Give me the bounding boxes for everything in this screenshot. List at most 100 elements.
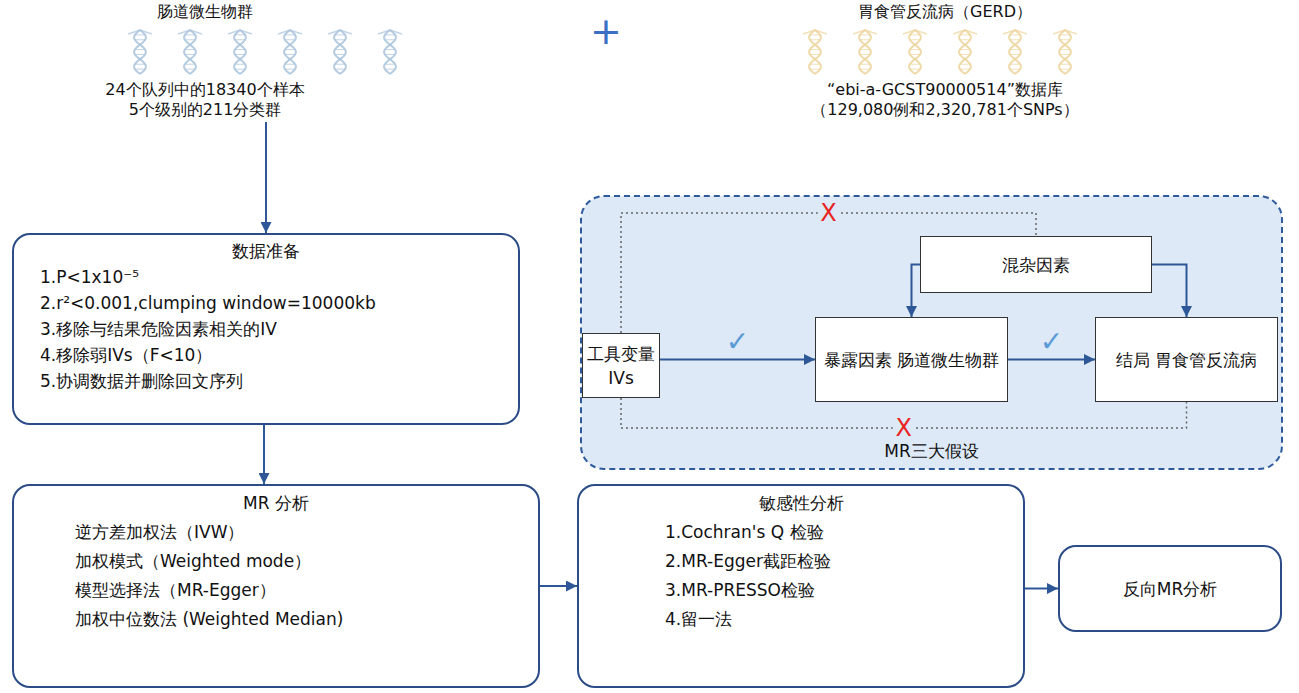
dna-rung bbox=[860, 34, 870, 35]
dna-strand bbox=[1009, 30, 1021, 74]
node-heading: 敏感性分析 bbox=[759, 489, 844, 518]
node-heading: 暴露因素 肠道微生物群 bbox=[824, 348, 999, 372]
dna-arm bbox=[228, 30, 252, 34]
dna-strand bbox=[184, 30, 196, 74]
check-mark: ✓ bbox=[726, 328, 749, 356]
dna-strand bbox=[134, 30, 146, 74]
arrow-connector bbox=[265, 122, 267, 233]
dna-rung bbox=[860, 69, 870, 70]
arrow-connector bbox=[1152, 265, 1187, 318]
node-text: 5.协调数据并删除回文序列 bbox=[40, 368, 243, 394]
node-text: 3.移除与结果危险因素相关的IV bbox=[40, 316, 277, 342]
dna-rung bbox=[810, 54, 820, 55]
dna-rung bbox=[235, 49, 245, 50]
dna-rung bbox=[285, 39, 295, 40]
dna-strand bbox=[809, 30, 821, 74]
node-heading: 工具变量 IVs bbox=[586, 342, 656, 390]
dna-strand bbox=[184, 30, 196, 74]
dna-rung bbox=[960, 69, 970, 70]
process-box: 反向MR分析 bbox=[1058, 545, 1282, 632]
dna-rung bbox=[185, 69, 195, 70]
dna-strand bbox=[859, 30, 871, 74]
dna-icon bbox=[378, 30, 402, 74]
dna-rung bbox=[285, 49, 295, 50]
dna-rung bbox=[285, 34, 295, 35]
dna-strand bbox=[334, 30, 346, 74]
cross-mark: X bbox=[893, 416, 915, 440]
dna-rung bbox=[910, 69, 920, 70]
dna-strand bbox=[1059, 30, 1071, 74]
process-box: MR 分析逆方差加权法（IVW）加权模式（Weighted mode）模型选择法… bbox=[12, 484, 540, 688]
node-heading: 数据准备 bbox=[232, 238, 300, 264]
factor-box: 结局 胃食管反流病 bbox=[1095, 317, 1278, 402]
dna-rung bbox=[135, 39, 145, 40]
arrow-connector bbox=[1008, 359, 1095, 361]
dna-rung bbox=[960, 34, 970, 35]
node-heading: MR三大假设 bbox=[582, 440, 1281, 462]
dna-icon bbox=[278, 30, 302, 74]
dna-arm bbox=[328, 30, 352, 34]
dna-rung bbox=[135, 34, 145, 35]
dna-rung bbox=[335, 64, 345, 65]
dna-icon bbox=[328, 30, 352, 74]
dna-rung bbox=[1010, 64, 1020, 65]
dna-rung bbox=[860, 54, 870, 55]
node-heading: 反向MR分析 bbox=[1123, 576, 1217, 602]
dna-icon bbox=[128, 30, 152, 74]
dna-icon bbox=[1003, 30, 1027, 74]
dna-rung bbox=[135, 69, 145, 70]
node-text: 4.留一法 bbox=[665, 605, 732, 634]
dna-icon bbox=[178, 30, 202, 74]
dna-rung bbox=[185, 39, 195, 40]
node-text: 2.r²<0.001,clumping window=10000kb bbox=[40, 290, 376, 316]
dna-rung bbox=[385, 34, 395, 35]
arrow-connector bbox=[1025, 588, 1058, 590]
dna-rung bbox=[385, 69, 395, 70]
dna-rung bbox=[335, 39, 345, 40]
dna-icon bbox=[903, 30, 927, 74]
dna-strand bbox=[1059, 30, 1071, 74]
dna-rung bbox=[860, 39, 870, 40]
dna-rung bbox=[385, 54, 395, 55]
dna-rung bbox=[910, 54, 920, 55]
dna-rung bbox=[1060, 34, 1070, 35]
node-text: 1.Cochran's Q 检验 bbox=[665, 518, 824, 547]
dna-rung bbox=[235, 34, 245, 35]
node-text: 5个级别的211分类群 bbox=[129, 100, 282, 120]
dna-rung bbox=[1060, 49, 1070, 50]
dna-arm bbox=[1003, 30, 1027, 34]
node-heading: 结局 胃食管反流病 bbox=[1116, 348, 1257, 372]
node-text: 模型选择法（MR-Egger） bbox=[75, 576, 276, 605]
node-text: 3.MR-PRESSO检验 bbox=[665, 576, 815, 605]
dna-rung bbox=[810, 39, 820, 40]
dna-rung bbox=[810, 49, 820, 50]
dna-strand bbox=[384, 30, 396, 74]
node-text: 加权模式（Weighted mode） bbox=[75, 547, 311, 576]
dna-rung bbox=[185, 34, 195, 35]
dna-rung bbox=[960, 54, 970, 55]
dna-strand bbox=[284, 30, 296, 74]
dna-strand bbox=[234, 30, 246, 74]
dna-rung bbox=[910, 64, 920, 65]
dna-arm bbox=[1053, 30, 1077, 34]
dna-icon bbox=[953, 30, 977, 74]
dna-strand bbox=[959, 30, 971, 74]
node-text: 24个队列中的18340个样本 bbox=[105, 80, 304, 100]
dna-rung bbox=[810, 64, 820, 65]
dna-icon bbox=[853, 30, 877, 74]
dna-strand bbox=[809, 30, 821, 74]
factor-box: 混杂因素 bbox=[920, 236, 1152, 293]
dna-strand bbox=[384, 30, 396, 74]
dna-rung bbox=[1060, 39, 1070, 40]
dna-rung bbox=[810, 69, 820, 70]
dna-rung bbox=[285, 69, 295, 70]
dna-icon bbox=[1053, 30, 1077, 74]
dna-arm bbox=[853, 30, 877, 34]
dna-rung bbox=[235, 54, 245, 55]
dna-rung bbox=[910, 49, 920, 50]
dna-rung bbox=[910, 34, 920, 35]
dna-rung bbox=[235, 64, 245, 65]
node-text: 逆方差加权法（IVW） bbox=[75, 518, 244, 547]
dna-rung bbox=[285, 54, 295, 55]
dna-rung bbox=[335, 54, 345, 55]
